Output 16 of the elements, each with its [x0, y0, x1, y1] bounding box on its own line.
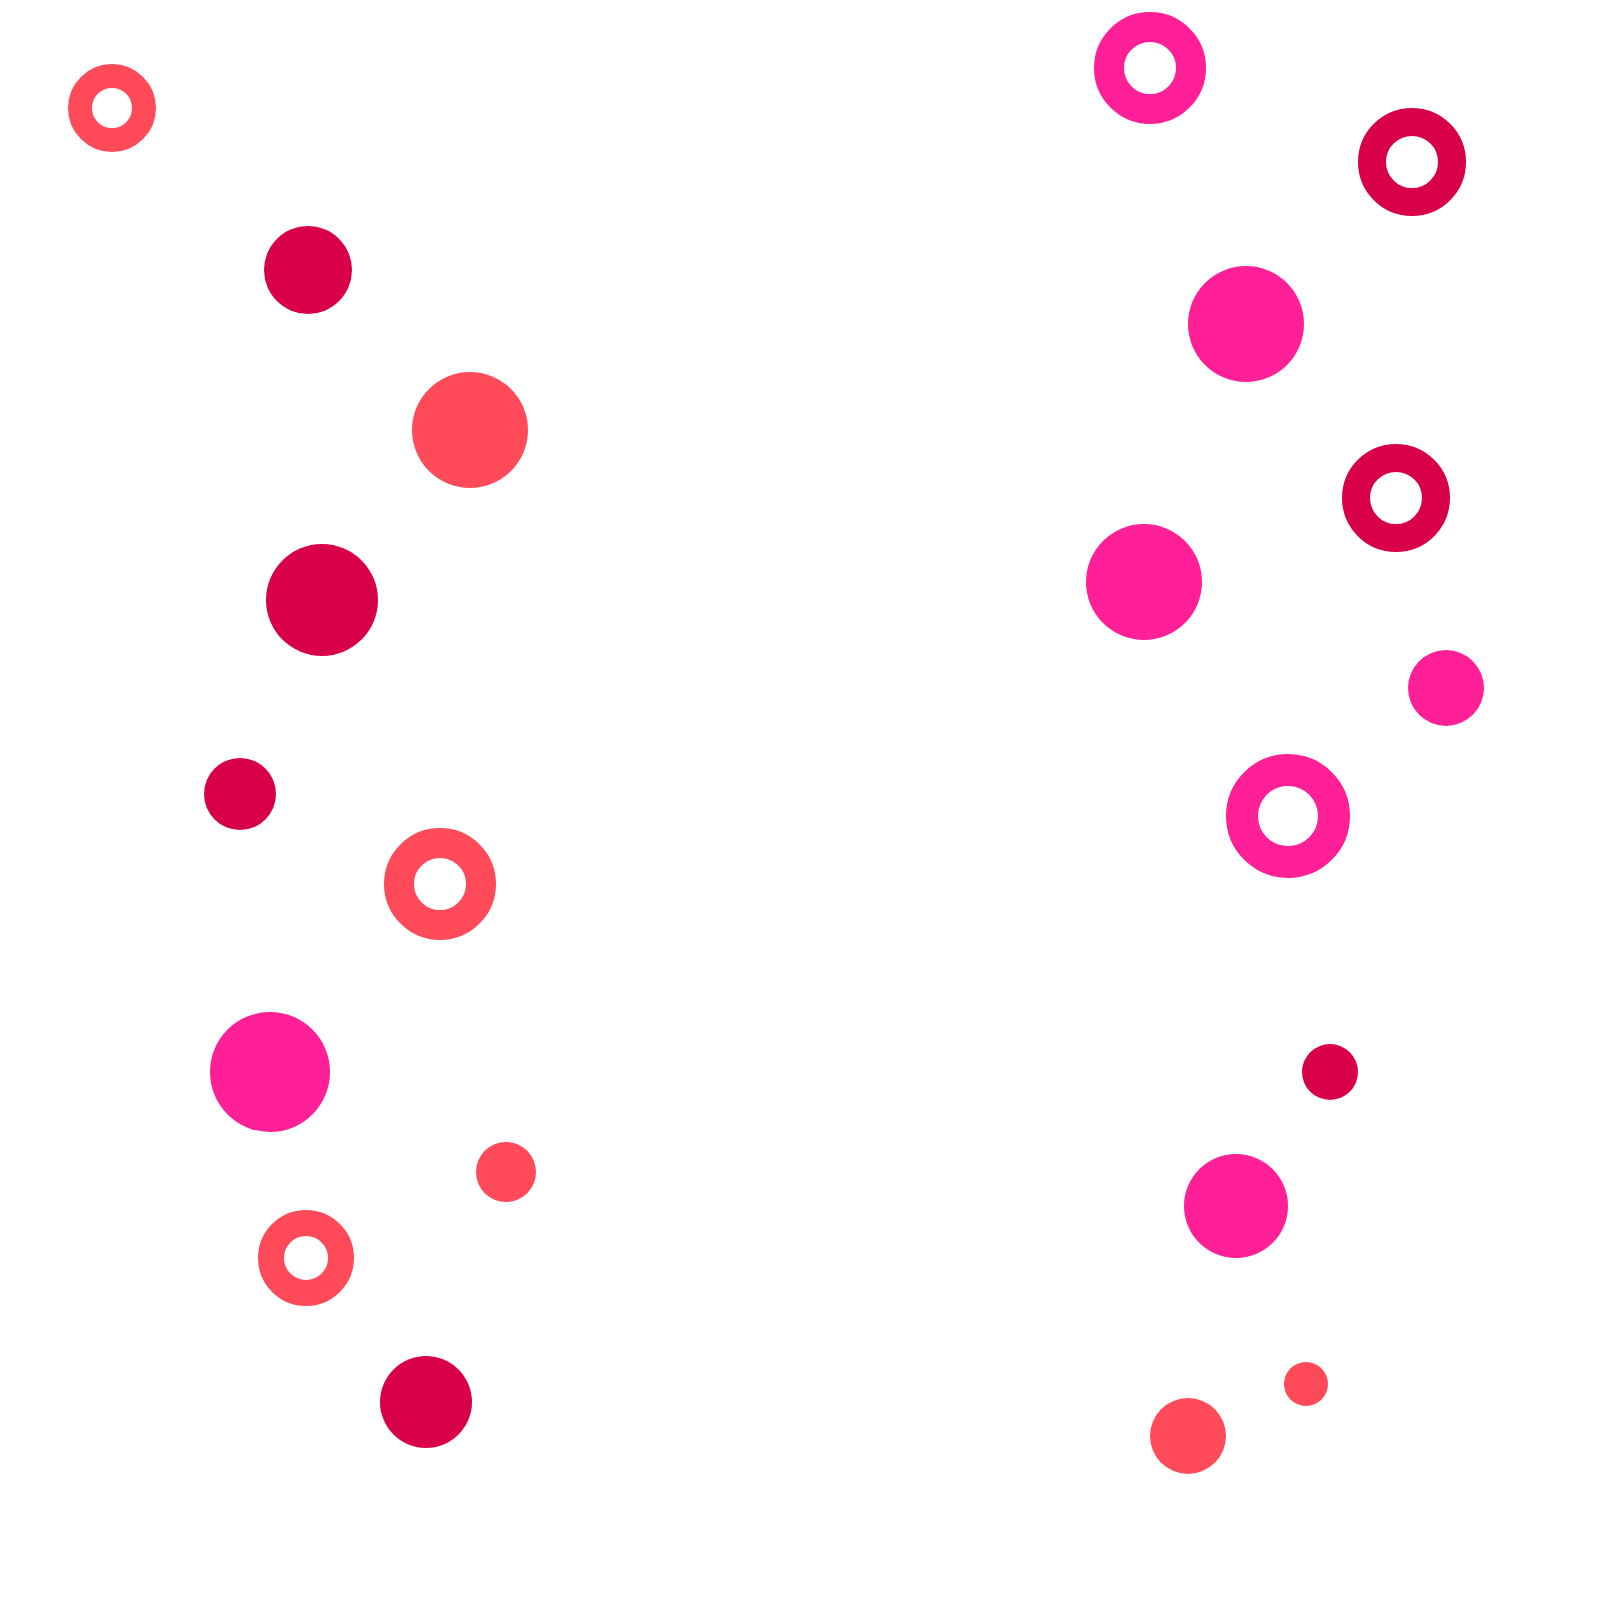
circle [204, 758, 276, 830]
circle [264, 226, 352, 314]
ring [1094, 12, 1206, 124]
ring [68, 64, 156, 152]
circle [1184, 1154, 1288, 1258]
circle [1408, 650, 1484, 726]
circle [380, 1356, 472, 1448]
ring [1358, 108, 1466, 216]
ring [1342, 444, 1450, 552]
ring [1226, 754, 1350, 878]
circle [1302, 1044, 1358, 1100]
circle [1284, 1362, 1328, 1406]
ring [258, 1210, 354, 1306]
circle [1150, 1398, 1226, 1474]
circle [476, 1142, 536, 1202]
ring [384, 828, 496, 940]
